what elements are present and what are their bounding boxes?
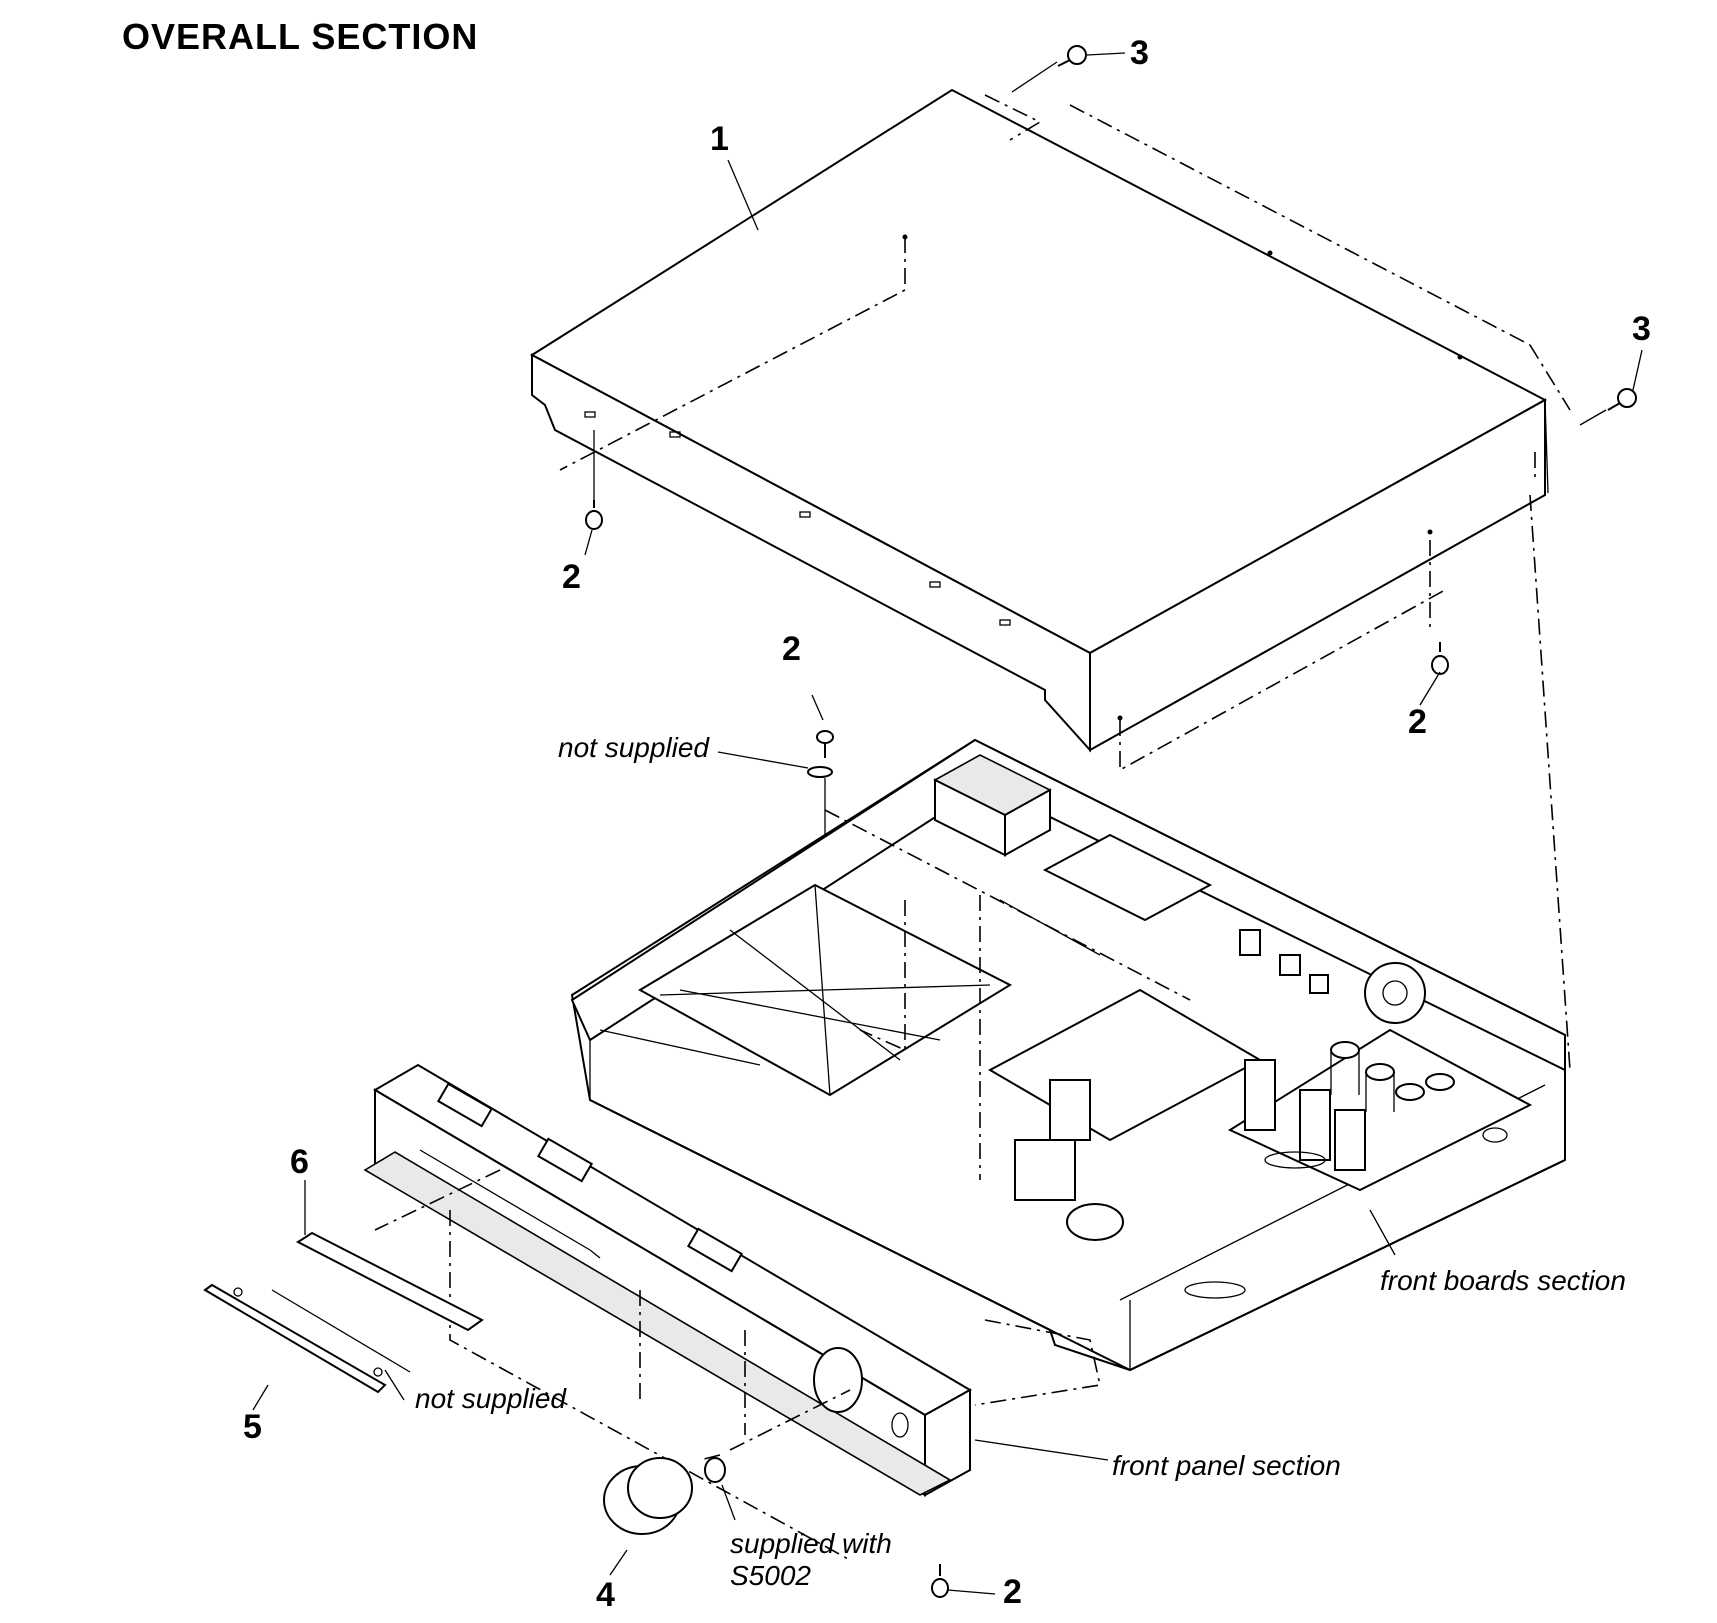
label-part-2-center: 2	[782, 630, 801, 668]
label-part-4: 4	[596, 1576, 615, 1614]
note-supplied-with-line1: supplied with	[730, 1528, 892, 1559]
screw-3-top	[1011, 45, 1126, 93]
nut	[704, 1457, 736, 1521]
note-supplied-with: supplied with S5002	[730, 1528, 892, 1592]
note-not-supplied-bottom: not supplied	[415, 1383, 567, 1414]
part-5	[203, 1283, 411, 1394]
knob-4	[603, 1457, 693, 1576]
chassis	[570, 738, 1566, 1372]
label-part-2-right: 2	[1408, 703, 1427, 741]
screw-2-left	[584, 430, 603, 556]
page-title: OVERALL SECTION	[122, 16, 479, 57]
label-part-1: 1	[710, 120, 729, 158]
screw-2-center	[811, 694, 834, 758]
label-part-2-left: 2	[562, 558, 581, 596]
label-part-6: 6	[290, 1143, 309, 1181]
note-not-supplied-top: not supplied	[558, 732, 710, 763]
screw-2-bottom	[931, 1564, 996, 1598]
label-part-5: 5	[243, 1408, 262, 1446]
screw-2-right	[1419, 642, 1449, 706]
top-cover	[530, 88, 1549, 753]
note-supplied-with-line2: S5002	[730, 1560, 811, 1592]
note-front-boards-section: front boards section	[1380, 1265, 1626, 1296]
label-part-3-right: 3	[1632, 310, 1651, 348]
label-part-3-top: 3	[1130, 34, 1149, 72]
screw-3-right	[1579, 349, 1643, 426]
label-part-2-bottom: 2	[1003, 1573, 1022, 1611]
note-front-panel-section: front panel section	[1112, 1450, 1341, 1481]
part-6	[296, 1231, 484, 1332]
front-panel	[363, 1063, 973, 1497]
